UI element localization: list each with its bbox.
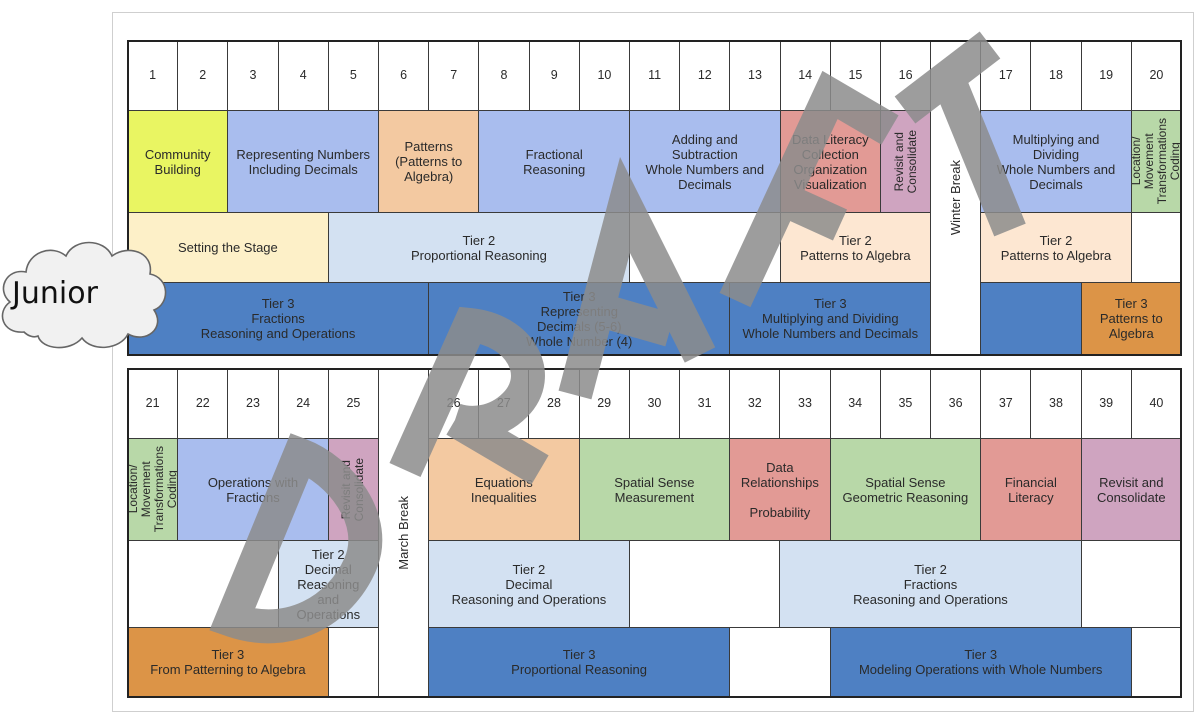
tier2-block: Setting the Stage xyxy=(127,212,329,283)
unit-block: Equations Inequalities xyxy=(428,438,580,541)
tier2-block: Tier 2 Decimal Reasoning and Operations xyxy=(428,540,630,628)
tier3-block xyxy=(1130,627,1182,697)
week-header: 37 xyxy=(980,368,1032,439)
tier3-block: Tier 3 Modeling Operations with Whole Nu… xyxy=(829,627,1132,697)
unit-block: Spatial Sense Measurement xyxy=(578,438,731,541)
unit-block: Financial Literacy xyxy=(980,438,1082,541)
unit-block-label: Revisit and Consolidate xyxy=(339,457,367,522)
tier2-block: Tier 2 Proportional Reasoning xyxy=(327,212,630,283)
tier2-block xyxy=(629,212,781,283)
week-header: 15 xyxy=(829,40,881,111)
unit-block-label: Location/ Movement Transformations Codin… xyxy=(1130,118,1182,205)
week-header: 29 xyxy=(578,368,630,439)
cloud-shape xyxy=(1,241,167,349)
week-header: 40 xyxy=(1130,368,1182,439)
week-header: 19 xyxy=(1080,40,1132,111)
week-header: 8 xyxy=(478,40,530,111)
week-header: 34 xyxy=(829,368,881,439)
week-header: 28 xyxy=(528,368,580,439)
tier3-block: Tier 3 Multiplying and Dividing Whole Nu… xyxy=(729,282,932,355)
week-header: 25 xyxy=(327,368,379,439)
week-header: 39 xyxy=(1080,368,1132,439)
week-header: 30 xyxy=(628,368,680,439)
unit-block: Patterns (Patterns to Algebra) xyxy=(378,110,480,213)
break-column: March Break xyxy=(378,368,429,697)
week-header: 26 xyxy=(428,368,480,439)
unit-block-label: Revisit and Consolidate xyxy=(891,129,919,194)
tier2-block: Tier 2 Decimal Reasoning and Operations xyxy=(277,540,379,628)
week-header: 23 xyxy=(227,368,279,439)
week-header: 20 xyxy=(1130,40,1182,111)
week-header: 22 xyxy=(177,368,229,439)
week-header: 17 xyxy=(980,40,1032,111)
week-header: 31 xyxy=(679,368,731,439)
break-label: Winter Break xyxy=(948,159,964,236)
unit-block: Operations with Fractions xyxy=(177,438,329,541)
week-header: 36 xyxy=(930,368,982,439)
week-header: 16 xyxy=(880,40,932,111)
week-header: 3 xyxy=(227,40,279,111)
tier2-block: Tier 2 Patterns to Algebra xyxy=(779,212,932,283)
tier3-block xyxy=(980,282,1082,355)
week-header: 33 xyxy=(779,368,831,439)
unit-block: Location/ Movement Transformations Codin… xyxy=(127,438,179,541)
unit-block: Revisit and Consolidate xyxy=(327,438,379,541)
unit-block: Revisit and Consolidate xyxy=(880,110,932,213)
tier3-block: Tier 3 Patterns to Algebra xyxy=(1080,282,1182,355)
tier3-block xyxy=(729,627,831,697)
week-header: 7 xyxy=(428,40,480,111)
week-header: 5 xyxy=(327,40,379,111)
week-header: 13 xyxy=(729,40,781,111)
week-header: 10 xyxy=(578,40,630,111)
unit-block-label: Location/ Movement Transformations Codin… xyxy=(127,446,179,533)
break-label: March Break xyxy=(396,495,411,570)
tier3-block: Tier 3 From Patterning to Algebra xyxy=(127,627,329,697)
unit-block: Fractional Reasoning xyxy=(478,110,630,213)
unit-block: Location/ Movement Transformations Codin… xyxy=(1130,110,1182,213)
tier3-block: Tier 3 Proportional Reasoning xyxy=(428,627,731,697)
week-header: 38 xyxy=(1030,368,1082,439)
unit-block: Spatial Sense Geometric Reasoning xyxy=(829,438,982,541)
tier2-block: Tier 2 Patterns to Algebra xyxy=(980,212,1132,283)
week-header: 21 xyxy=(127,368,179,439)
tier3-block xyxy=(327,627,379,697)
week-header: 14 xyxy=(779,40,831,111)
week-header: 32 xyxy=(729,368,781,439)
break-column: Winter Break xyxy=(930,40,982,355)
unit-block: Multiplying and Dividing Whole Numbers a… xyxy=(980,110,1132,213)
week-header: 1 xyxy=(127,40,179,111)
week-header: 35 xyxy=(879,368,931,439)
tier2-block xyxy=(628,540,781,628)
tier2-block: Tier 2 Fractions Reasoning and Operation… xyxy=(779,540,1082,628)
week-header: 12 xyxy=(679,40,731,111)
page-title: Junior xyxy=(12,276,98,311)
week-header: 6 xyxy=(378,40,430,111)
unit-block: Community Building xyxy=(127,110,229,213)
unit-block: Representing Numbers Including Decimals xyxy=(227,110,379,213)
tier2-block xyxy=(1130,212,1182,283)
week-header: 27 xyxy=(478,368,530,439)
tier2-block xyxy=(127,540,279,628)
week-header: 24 xyxy=(277,368,329,439)
week-header: 11 xyxy=(629,40,681,111)
unit-block: Data Relationships Probability xyxy=(729,438,831,541)
tier3-block: Tier 3 Representing Decimals (5-6) Whole… xyxy=(428,282,731,355)
tier2-block xyxy=(1080,540,1182,628)
week-header: 9 xyxy=(528,40,580,111)
tier3-block: Tier 3 Fractions Reasoning and Operation… xyxy=(127,282,430,355)
week-header: 4 xyxy=(277,40,329,111)
unit-block: Revisit and Consolidate xyxy=(1080,438,1182,541)
unit-block: Adding and Subtraction Whole Numbers and… xyxy=(629,110,781,213)
week-header: 18 xyxy=(1030,40,1082,111)
unit-block: Data Literacy Collection Organization Vi… xyxy=(779,110,881,213)
week-header: 2 xyxy=(177,40,229,111)
